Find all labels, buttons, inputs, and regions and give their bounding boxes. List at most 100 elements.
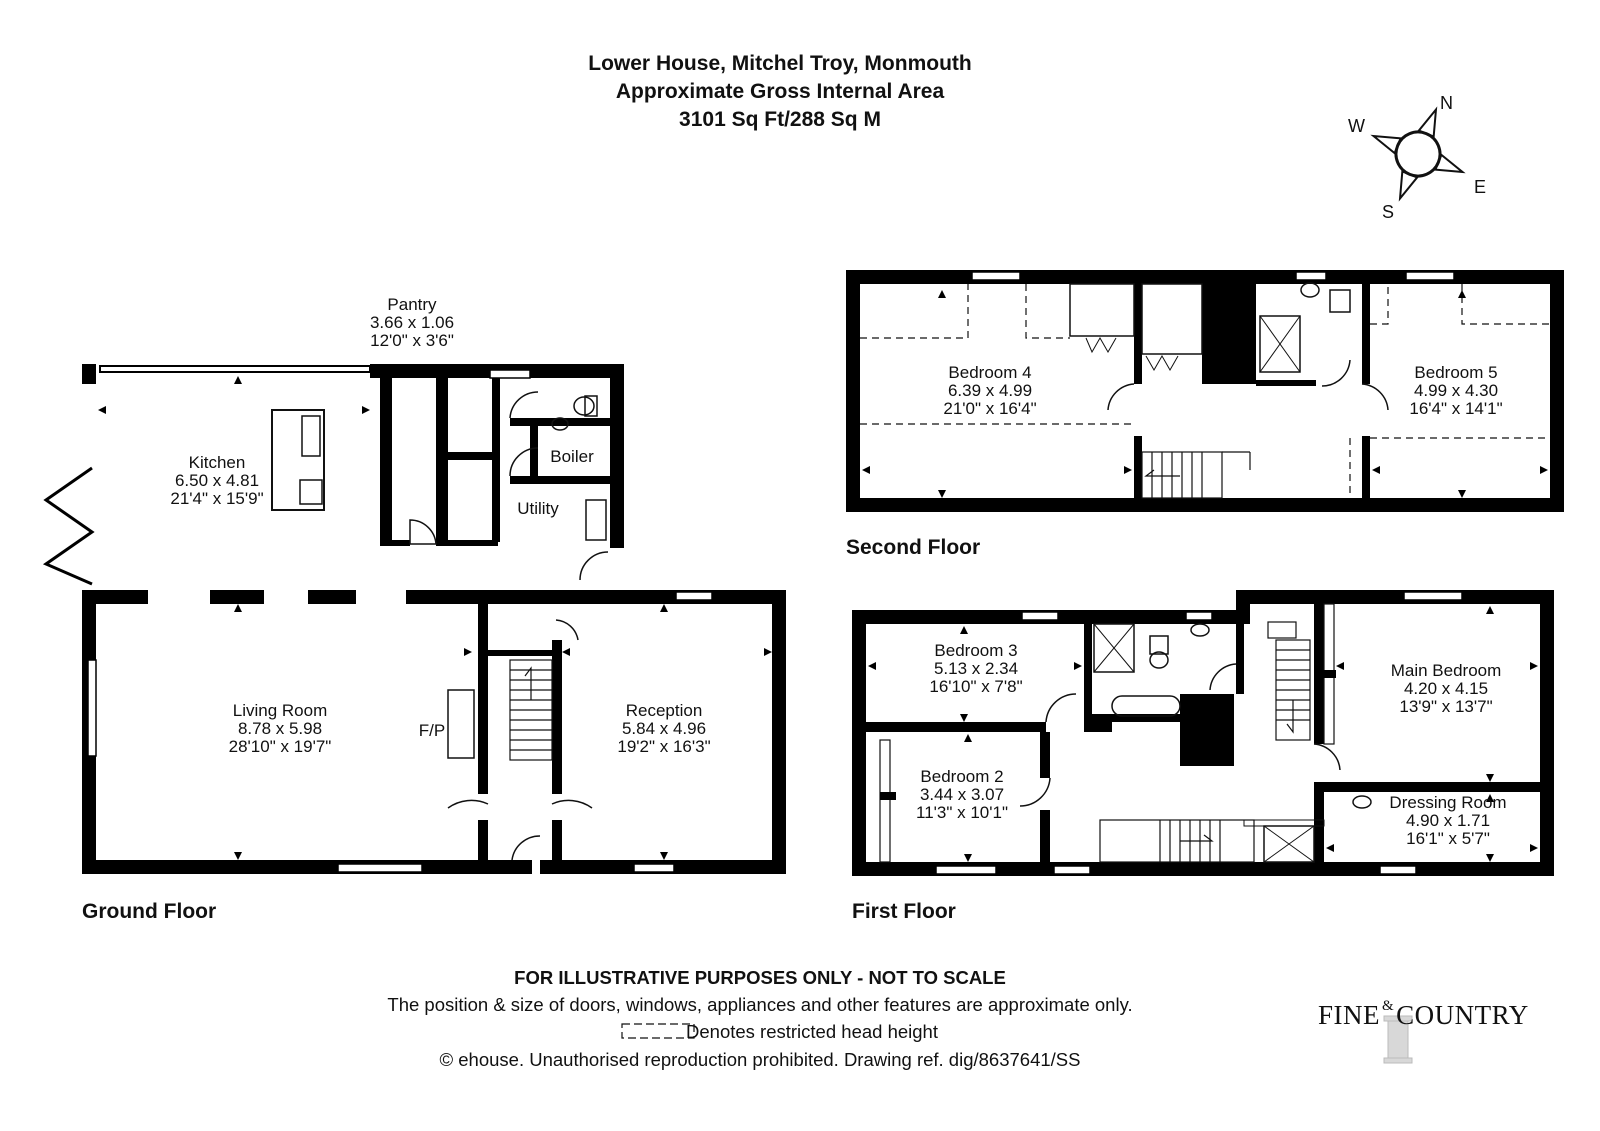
door-swing bbox=[555, 619, 579, 641]
door-swing bbox=[447, 799, 489, 809]
compass-e-label: E bbox=[1474, 177, 1486, 197]
shower-icon bbox=[1263, 825, 1315, 863]
living-imperial: 28'10" x 19'7" bbox=[229, 737, 332, 756]
bed4-metric: 6.39 x 4.99 bbox=[948, 381, 1032, 400]
wall-segment bbox=[846, 270, 860, 512]
wall-segment bbox=[846, 270, 1564, 284]
disclaimer-text: FOR ILLUSTRATIVE PURPOSES ONLY - NOT TO … bbox=[514, 967, 1006, 988]
wall-segment bbox=[1084, 722, 1112, 732]
measure-markers bbox=[868, 606, 1538, 862]
shower-cross bbox=[1263, 825, 1315, 863]
window bbox=[1295, 271, 1327, 281]
wall-segment bbox=[1134, 436, 1142, 500]
window bbox=[87, 659, 97, 757]
basin-icon bbox=[551, 417, 569, 431]
basin-icon bbox=[1300, 282, 1320, 298]
window bbox=[1405, 271, 1455, 281]
basin-icon bbox=[1190, 623, 1210, 637]
wall-segment bbox=[552, 640, 562, 794]
first-floor-label: First Floor bbox=[852, 900, 956, 923]
wall-segment bbox=[1134, 284, 1142, 384]
window bbox=[1185, 611, 1213, 621]
window bbox=[1403, 591, 1463, 601]
wall-segment bbox=[308, 590, 356, 604]
wall-segment bbox=[210, 590, 264, 604]
window bbox=[489, 369, 531, 379]
shower-icon bbox=[1093, 623, 1135, 673]
door-swing bbox=[509, 391, 539, 419]
staircase bbox=[509, 659, 553, 761]
compass-s-label: S bbox=[1382, 202, 1394, 222]
wall-segment bbox=[436, 378, 448, 546]
wall-segment bbox=[380, 540, 410, 546]
wall-segment bbox=[866, 722, 1046, 732]
wall-segment bbox=[478, 820, 488, 860]
plan-subtitle: Approximate Gross Internal Area bbox=[615, 80, 945, 103]
wall-segment bbox=[852, 610, 866, 876]
shower-cross bbox=[1093, 623, 1135, 673]
living-name: Living Room bbox=[233, 701, 328, 720]
rooflight-window bbox=[99, 365, 371, 373]
bath-icon bbox=[1111, 695, 1181, 717]
wall-segment bbox=[406, 590, 786, 604]
position-note: The position & size of doors, windows, a… bbox=[387, 994, 1133, 1015]
second-floor-label: Second Floor bbox=[846, 536, 981, 559]
wall-segment bbox=[82, 860, 532, 874]
wall-segment bbox=[1040, 810, 1050, 862]
window bbox=[971, 271, 1021, 281]
kitchen-imperial: 21'4" x 15'9" bbox=[170, 489, 263, 508]
wall-segment bbox=[478, 604, 488, 794]
wall-segment bbox=[1550, 270, 1564, 512]
bed5-imperial: 16'4" x 14'1" bbox=[1409, 399, 1502, 418]
toilet-icon bbox=[1149, 635, 1169, 655]
toilet-icon bbox=[1329, 289, 1351, 313]
fireplace-label: F/P bbox=[419, 721, 445, 740]
bed2-metric: 3.44 x 3.07 bbox=[920, 785, 1004, 804]
wall-segment bbox=[1236, 590, 1554, 604]
main-bedroom-imperial: 13'9" x 13'7" bbox=[1399, 697, 1492, 716]
wall-segment bbox=[1256, 380, 1316, 386]
ground-floor-plan bbox=[42, 364, 786, 874]
second-floor-labels: Bedroom 4 6.39 x 4.99 21'0" x 16'4" Bedr… bbox=[943, 363, 1502, 418]
reception-imperial: 19'2" x 16'3" bbox=[617, 737, 710, 756]
boiler-name: Boiler bbox=[550, 447, 594, 466]
wall-segment bbox=[492, 378, 500, 542]
door-swing bbox=[1321, 359, 1351, 387]
pantry-gap bbox=[392, 378, 428, 382]
logo-amp: & bbox=[1382, 998, 1395, 1014]
fireplace bbox=[447, 689, 475, 759]
logo-pillar-icon bbox=[1383, 1015, 1413, 1064]
door-swing bbox=[1313, 743, 1341, 771]
window bbox=[935, 865, 997, 875]
bed3-imperial: 16'10" x 7'8" bbox=[929, 677, 1022, 696]
ground-floor-labels: Pantry 3.66 x 1.06 12'0" x 3'6" Kitchen … bbox=[170, 295, 710, 756]
wardrobe bbox=[1069, 283, 1135, 337]
window bbox=[633, 863, 675, 873]
wall-segment bbox=[610, 364, 624, 548]
wall-segment bbox=[1322, 782, 1554, 792]
wardrobe-doors bbox=[1145, 354, 1179, 372]
staircase bbox=[1099, 621, 1311, 863]
window bbox=[1053, 865, 1091, 875]
wall-segment bbox=[1236, 590, 1250, 624]
bifold-door bbox=[42, 466, 95, 586]
toilet-icon bbox=[584, 395, 598, 417]
pantry-imperial: 12'0" x 3'6" bbox=[370, 331, 454, 350]
bed5-name: Bedroom 5 bbox=[1414, 363, 1497, 382]
logo-fine: FINE bbox=[1318, 1000, 1380, 1030]
door-swing bbox=[1019, 777, 1051, 807]
utility-name: Utility bbox=[517, 499, 559, 518]
pantry-name: Pantry bbox=[387, 295, 437, 314]
chimney-stack bbox=[1180, 694, 1234, 766]
plan-title: Lower House, Mitchel Troy, Monmouth bbox=[588, 52, 972, 75]
reception-metric: 5.84 x 4.96 bbox=[622, 719, 706, 738]
door-swing bbox=[1361, 383, 1389, 411]
door-swing bbox=[409, 519, 437, 545]
first-floor-plan bbox=[852, 590, 1554, 876]
plan-area: 3101 Sq Ft/288 Sq M bbox=[679, 108, 881, 131]
wall-segment bbox=[436, 540, 498, 546]
dressing-name: Dressing Room bbox=[1389, 793, 1506, 812]
toilet-bowl-icon bbox=[573, 396, 595, 416]
wall-segment bbox=[1362, 284, 1370, 384]
sink-icon bbox=[585, 499, 607, 541]
